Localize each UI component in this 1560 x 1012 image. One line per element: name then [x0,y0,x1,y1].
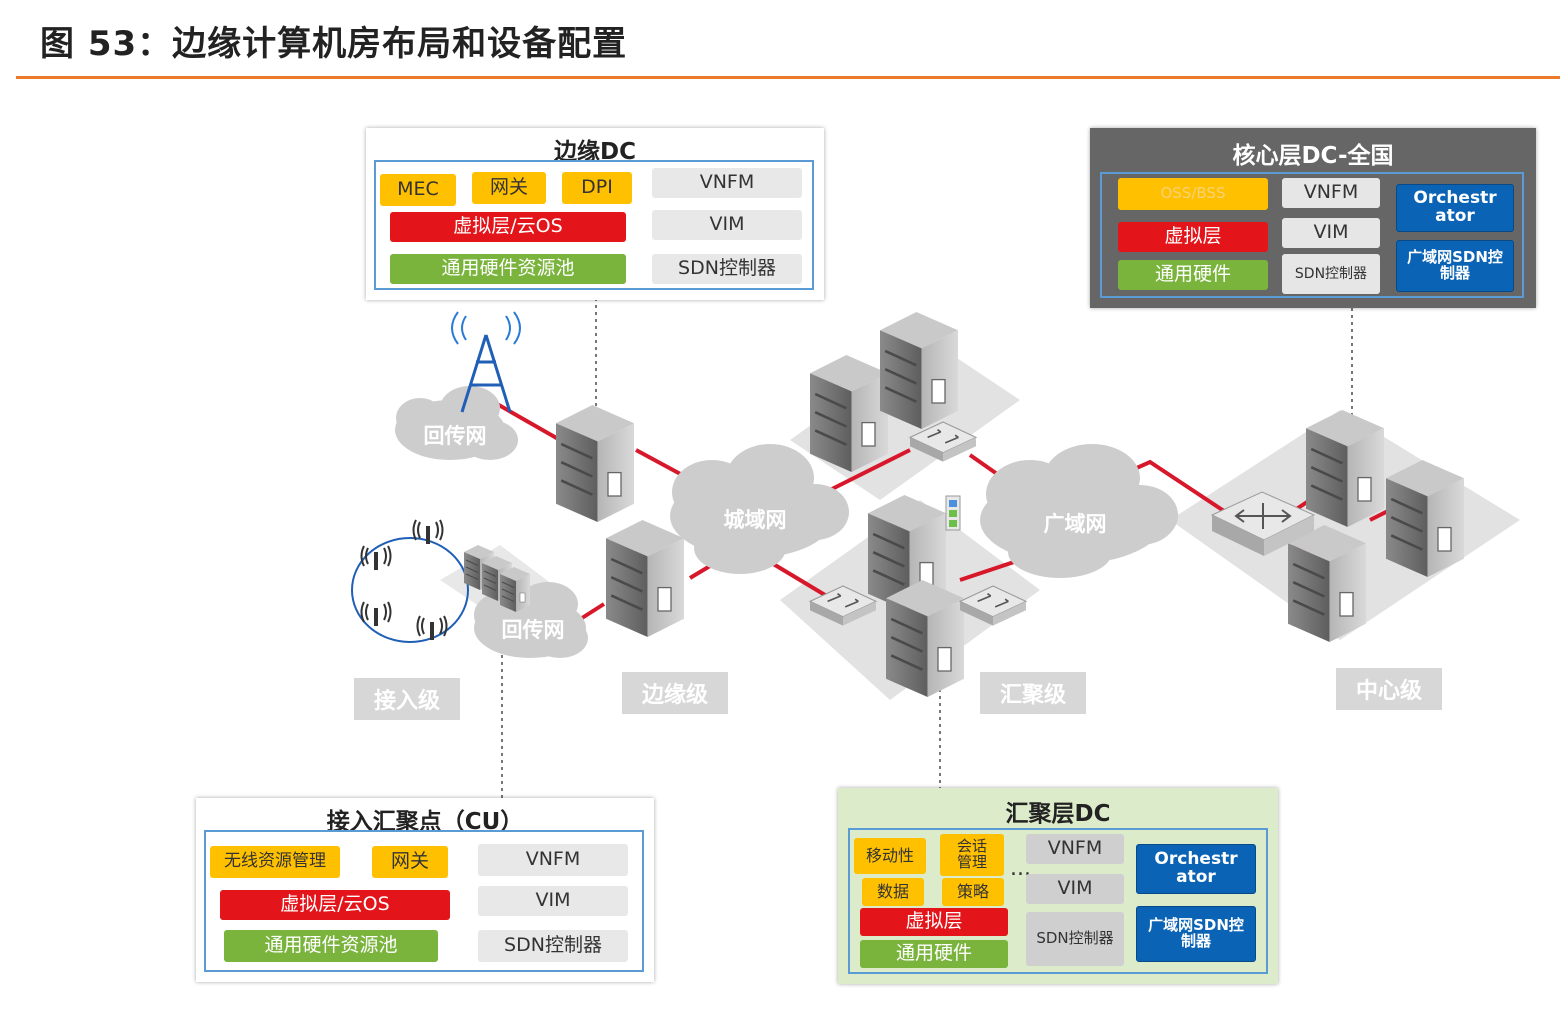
access-ring [351,537,469,643]
block-mec: MEC [380,174,456,206]
block-wan-sdn-controller: 广域网SDN控制器 [1136,906,1256,962]
block-virtual-layer: 虚拟层 [1118,222,1268,252]
block-policy: 策略 [942,878,1004,906]
status-indicator-icon [945,495,961,531]
panel-title: 核心层DC-全国 [1232,143,1394,169]
panel-inner: MEC 网关 DPI 虚拟层/云OS 通用硬件资源池 VNFM VIM SDN控… [374,160,814,290]
cloud-label-metro: 城域网 [723,508,787,532]
block-sdn-controller: SDN控制器 [1026,912,1124,966]
cloud-label-wan: 广域网 [1043,512,1107,536]
block-orchestrator: Orchestrator [1136,844,1256,894]
level-center: 中心级 [1336,668,1442,710]
block-gateway: 网关 [372,846,448,878]
cloud-label-backhaul-top: 回传网 [423,424,487,448]
panel-inner: 无线资源管理 网关 虚拟层/云OS 通用硬件资源池 VNFM VIM SDN控制… [204,830,644,972]
level-access: 接入级 [354,678,460,720]
edge-dc-panel: 边缘DC MEC 网关 DPI 虚拟层/云OS 通用硬件资源池 VNFM VIM… [366,128,824,300]
block-dpi: DPI [562,172,632,204]
block-hardware: 通用硬件 [1118,260,1268,290]
block-vim: VIM [478,886,628,916]
panel-inner: OSS/BSS 虚拟层 通用硬件 VNFM VIM SDN控制器 Orchest… [1100,172,1524,298]
cloud-label-backhaul-bottom: 回传网 [501,618,565,642]
cloud-icon [395,386,518,460]
block-vim: VIM [652,210,802,240]
block-virtual-layer: 虚拟层 [860,908,1008,936]
block-wan-sdn-controller: 广域网SDN控制器 [1396,240,1514,292]
block-vim: VIM [1026,874,1124,904]
block-hardware-pool: 通用硬件资源池 [224,930,438,962]
cloud-icon [670,444,849,574]
block-vnfm: VNFM [478,844,628,876]
tower-icon [451,311,521,413]
cloud-icon [980,444,1178,578]
block-virtual-layer: 虚拟层/云OS [390,212,626,242]
level-edge: 边缘级 [622,672,728,714]
ellipsis-more: ... [1010,856,1031,881]
red-link [489,398,561,442]
block-hardware-pool: 通用硬件资源池 [390,254,626,284]
block-oss-bss: OSS/BSS [1118,178,1268,210]
core-dc-panel: 核心层DC-全国 OSS/BSS 虚拟层 通用硬件 VNFM VIM SDN控制… [1090,128,1536,308]
panel-inner: 移动性 会话管理 数据 策略 ... 虚拟层 通用硬件 VNFM VIM SDN… [848,828,1268,974]
figure-title: 图 53：边缘计算机房布局和设备配置 [40,24,628,64]
block-gateway: 网关 [472,172,546,204]
block-radio-resource-mgmt: 无线资源管理 [210,846,340,878]
block-sdn-controller: SDN控制器 [1282,254,1380,294]
panel-title: 汇聚层DC [1005,801,1111,827]
router-icon [1210,491,1316,556]
block-orchestrator: Orchestrator [1396,184,1514,232]
block-hardware: 通用硬件 [860,940,1008,968]
block-session-mgmt: 会话管理 [940,834,1004,876]
red-link [768,560,832,600]
block-mobility: 移动性 [854,838,926,874]
block-vnfm: VNFM [1026,834,1124,864]
agg-dc-panel: 汇聚层DC 移动性 会话管理 数据 策略 ... 虚拟层 通用硬件 VNFM V… [838,788,1278,984]
block-virtual-layer: 虚拟层/云OS [220,890,450,920]
block-data: 数据 [862,878,924,906]
title-rule [16,76,1560,79]
red-link [821,448,911,496]
antenna-icon [360,519,448,640]
block-vim: VIM [1282,218,1380,248]
block-vnfm: VNFM [1282,178,1380,208]
block-vnfm: VNFM [652,168,802,198]
level-aggregation: 汇聚级 [980,672,1086,714]
block-sdn-controller: SDN控制器 [478,930,628,962]
block-sdn-controller: SDN控制器 [652,254,802,284]
access-cu-panel: 接入汇聚点（CU） 无线资源管理 网关 虚拟层/云OS 通用硬件资源池 VNFM… [196,798,654,982]
red-link [959,558,1021,582]
